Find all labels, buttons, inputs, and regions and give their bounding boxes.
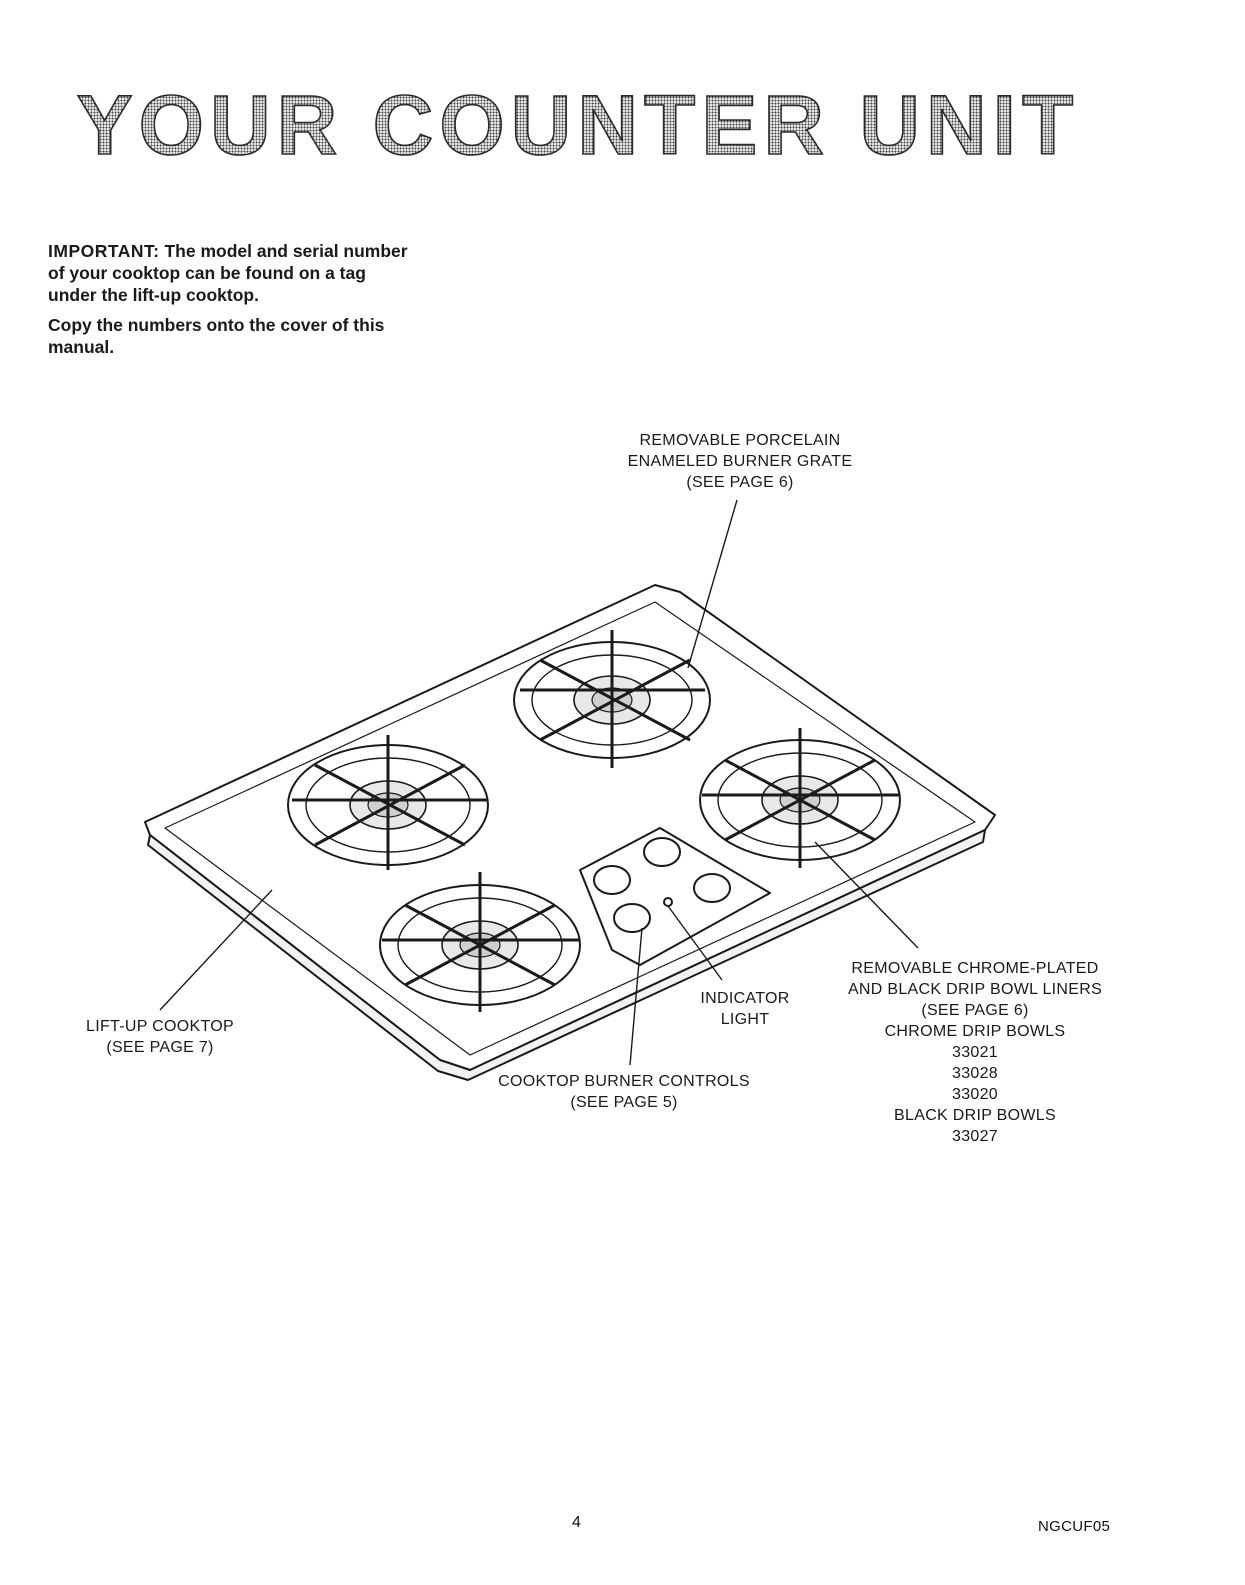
chrome-bowl-number: 33028 bbox=[952, 1065, 998, 1082]
burner-right bbox=[699, 728, 901, 868]
burner-front bbox=[379, 872, 581, 1012]
leader-indicator bbox=[667, 905, 723, 981]
chrome-bowl-number: 33020 bbox=[952, 1086, 998, 1103]
control-knob bbox=[593, 865, 631, 895]
callout-liftup-line2: (SEE PAGE 7) bbox=[106, 1039, 214, 1056]
callout-grate-line2: ENAMELED BURNER GRATE bbox=[627, 453, 853, 470]
leader-liftup bbox=[159, 889, 273, 1011]
intro-block: IMPORTANT: The model and serial number o… bbox=[48, 240, 408, 366]
indicator-light bbox=[663, 897, 673, 907]
cooktop-front-edge bbox=[147, 829, 986, 1081]
callout-grate: REMOVABLE PORCELAIN ENAMELED BURNER GRAT… bbox=[590, 430, 890, 493]
leader-controls bbox=[629, 927, 643, 1066]
burner-back bbox=[513, 630, 711, 768]
chrome-bowl-number: 33021 bbox=[952, 1044, 998, 1061]
document-code: NGCUF05 bbox=[1038, 1518, 1111, 1535]
leader-bowls bbox=[814, 841, 919, 949]
callout-bowls-line2: AND BLACK DRIP BOWL LINERS bbox=[847, 981, 1103, 998]
callout-indicator: INDICATOR LIGHT bbox=[670, 988, 820, 1030]
page-title-graphic: YOUR COUNTER UNIT bbox=[76, 77, 1080, 173]
callout-grate-line1: REMOVABLE PORCELAIN bbox=[639, 432, 841, 449]
burner-left bbox=[287, 735, 489, 870]
control-knob bbox=[613, 903, 651, 933]
callout-liftup: LIFT-UP COOKTOP (SEE PAGE 7) bbox=[60, 1016, 260, 1058]
callout-bowls: REMOVABLE CHROME-PLATED AND BLACK DRIP B… bbox=[820, 958, 1130, 1147]
callout-controls-line2: (SEE PAGE 5) bbox=[570, 1094, 678, 1111]
leader-grate bbox=[687, 499, 738, 669]
callout-indicator-line1: INDICATOR bbox=[700, 990, 790, 1007]
page-title-container: YOUR COUNTER UNIT bbox=[0, 77, 1245, 188]
black-bowls-heading: BLACK DRIP BOWLS bbox=[894, 1107, 1056, 1124]
callout-bowls-line1: REMOVABLE CHROME-PLATED bbox=[851, 960, 1099, 977]
callout-controls-line1: COOKTOP BURNER CONTROLS bbox=[498, 1073, 750, 1090]
callout-controls: COOKTOP BURNER CONTROLS (SEE PAGE 5) bbox=[474, 1071, 774, 1113]
important-note: IMPORTANT: The model and serial number o… bbox=[48, 240, 408, 306]
copy-instruction: Copy the numbers onto the cover of this … bbox=[48, 315, 385, 357]
page-title: YOUR COUNTER UNIT bbox=[77, 78, 1080, 172]
chrome-bowls-heading: CHROME DRIP BOWLS bbox=[884, 1023, 1066, 1040]
control-knob bbox=[643, 837, 681, 867]
important-label: IMPORTANT: bbox=[48, 241, 160, 261]
control-knob bbox=[693, 873, 731, 903]
page-number: 4 bbox=[572, 1514, 581, 1531]
callout-grate-line3: (SEE PAGE 6) bbox=[686, 474, 794, 491]
important-text: The model and serial number of your cook… bbox=[48, 241, 408, 305]
cooktop-inner-rim bbox=[164, 601, 976, 1056]
callout-indicator-line2: LIGHT bbox=[720, 1011, 770, 1028]
black-bowl-number: 33027 bbox=[952, 1128, 998, 1145]
callout-liftup-line1: LIFT-UP COOKTOP bbox=[86, 1018, 234, 1035]
callout-bowls-line3: (SEE PAGE 6) bbox=[921, 1002, 1029, 1019]
